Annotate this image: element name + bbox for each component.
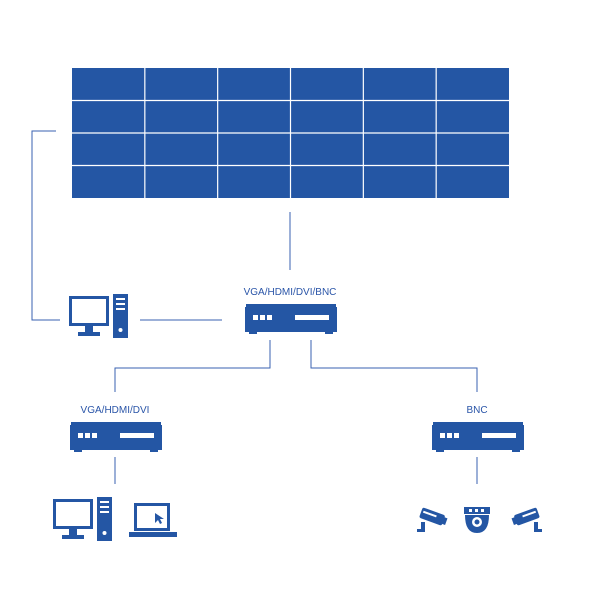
dome-camera-icon (464, 507, 490, 533)
desktop-computer-icon (53, 497, 112, 541)
connector-lines (31, 130, 478, 484)
cctv-camera-icon (511, 507, 542, 532)
connector-wall-to-computer (31, 130, 60, 321)
desktop-computer-icon (69, 294, 128, 338)
right-controller-label: BNC (466, 405, 487, 416)
rack-device-icon (70, 422, 162, 452)
connector-main-to-right (310, 340, 478, 392)
laptop-icon (129, 503, 177, 537)
video-wall (72, 68, 509, 198)
left-controller-label: VGA/HDMI/DVI (81, 405, 150, 416)
rack-device-icon (432, 422, 524, 452)
rack-device-icon (245, 304, 337, 334)
main-controller-label: VGA/HDMI/DVI/BNC (244, 287, 337, 298)
cctv-camera-icon (417, 507, 448, 532)
connector-main-to-left (114, 340, 271, 392)
